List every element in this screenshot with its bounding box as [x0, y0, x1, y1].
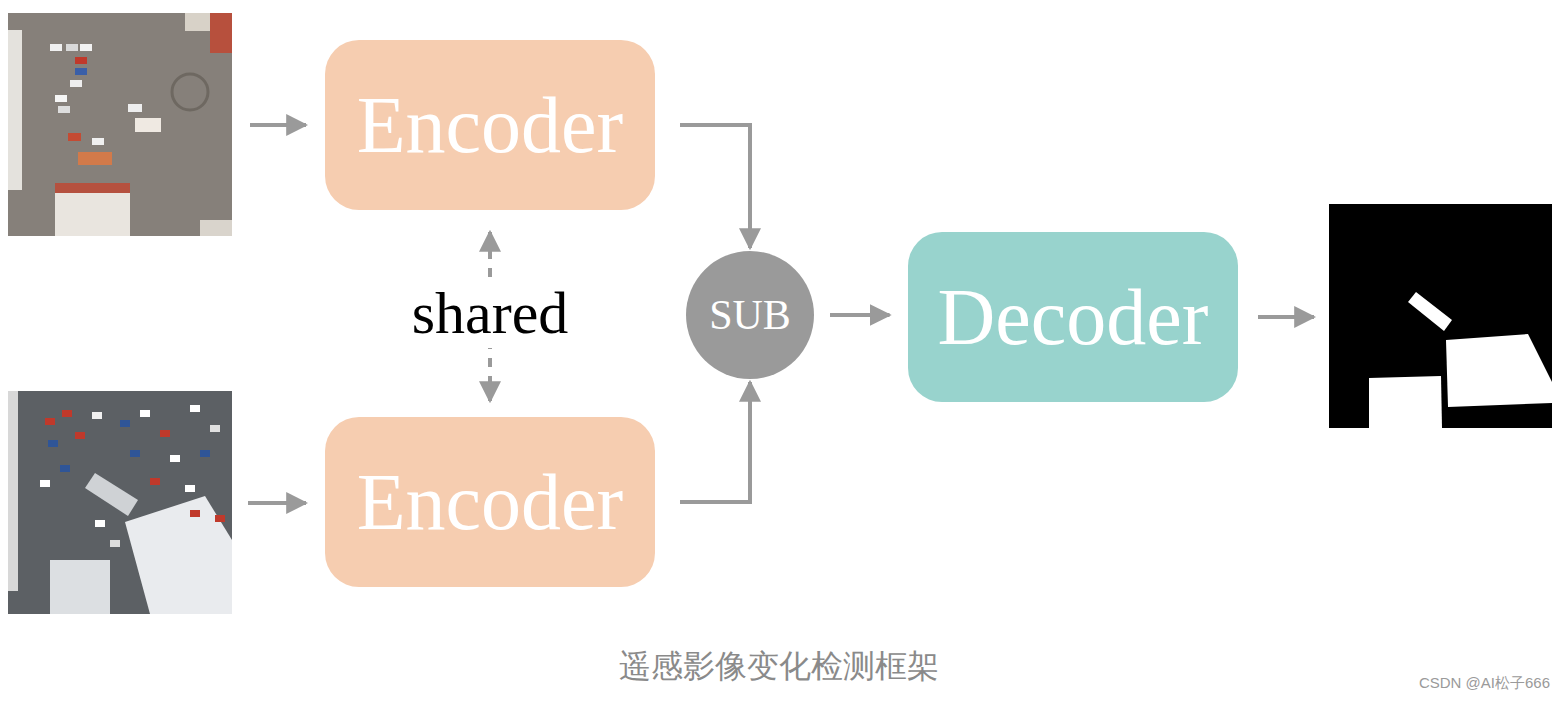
car	[55, 95, 67, 102]
car	[68, 133, 81, 141]
connector-arrow	[680, 382, 750, 502]
encoder-box: Encoder	[325, 417, 655, 587]
car	[92, 412, 102, 419]
node-label: SUB	[709, 292, 791, 338]
roof	[55, 183, 130, 193]
car	[75, 432, 85, 439]
ground	[8, 391, 232, 614]
car	[150, 478, 160, 485]
encoder-box: Encoder	[325, 40, 655, 210]
car	[110, 540, 120, 547]
car	[48, 440, 58, 447]
node-label: Encoder	[357, 81, 624, 169]
car	[92, 138, 104, 145]
building	[8, 391, 18, 591]
car	[50, 44, 62, 51]
truck	[85, 473, 138, 516]
ground	[8, 13, 232, 236]
input-arrow	[248, 501, 306, 505]
building	[125, 496, 232, 614]
car	[120, 420, 130, 427]
car	[140, 410, 150, 417]
aerial-image-before	[8, 13, 232, 236]
circle-fill	[686, 251, 814, 379]
car	[60, 465, 70, 472]
car	[75, 68, 87, 75]
car	[75, 57, 87, 64]
car	[215, 515, 225, 522]
ground-mark	[172, 74, 208, 110]
connector-arrow	[830, 313, 890, 317]
mask-region	[1408, 292, 1452, 331]
car	[130, 450, 140, 457]
truck	[135, 118, 161, 132]
figure-caption: 遥感影像变化检测框架	[619, 649, 939, 684]
car	[62, 410, 72, 417]
aerial-image-after	[8, 391, 232, 614]
building	[210, 13, 232, 53]
car	[170, 455, 180, 462]
edge-label: shared	[406, 278, 575, 348]
node-label: Decoder	[938, 273, 1209, 361]
car	[190, 510, 200, 517]
change-mask	[1329, 204, 1552, 428]
car	[40, 480, 50, 487]
mask-region	[1369, 376, 1442, 428]
car	[95, 520, 105, 527]
connector-arrow	[680, 125, 750, 248]
output-arrow	[1258, 315, 1314, 319]
decoder-box: Decoder	[908, 232, 1239, 402]
car	[66, 44, 78, 51]
car	[58, 106, 70, 113]
car	[45, 418, 55, 425]
mask-ground	[1329, 204, 1552, 428]
building	[200, 220, 232, 236]
car	[128, 104, 142, 112]
subtract-circle: SUB	[686, 251, 814, 379]
truck	[78, 152, 112, 165]
building	[55, 183, 130, 236]
building	[8, 30, 22, 190]
car	[200, 450, 210, 457]
watermark: CSDN @AI松子666	[1419, 675, 1550, 692]
input-arrow	[250, 123, 306, 127]
car	[160, 430, 170, 437]
car	[210, 425, 220, 432]
car	[80, 44, 92, 51]
node-label: Encoder	[357, 458, 624, 546]
car	[185, 485, 195, 492]
mask-region	[1446, 334, 1552, 407]
car	[190, 405, 200, 412]
building	[50, 560, 110, 614]
car	[70, 80, 82, 87]
